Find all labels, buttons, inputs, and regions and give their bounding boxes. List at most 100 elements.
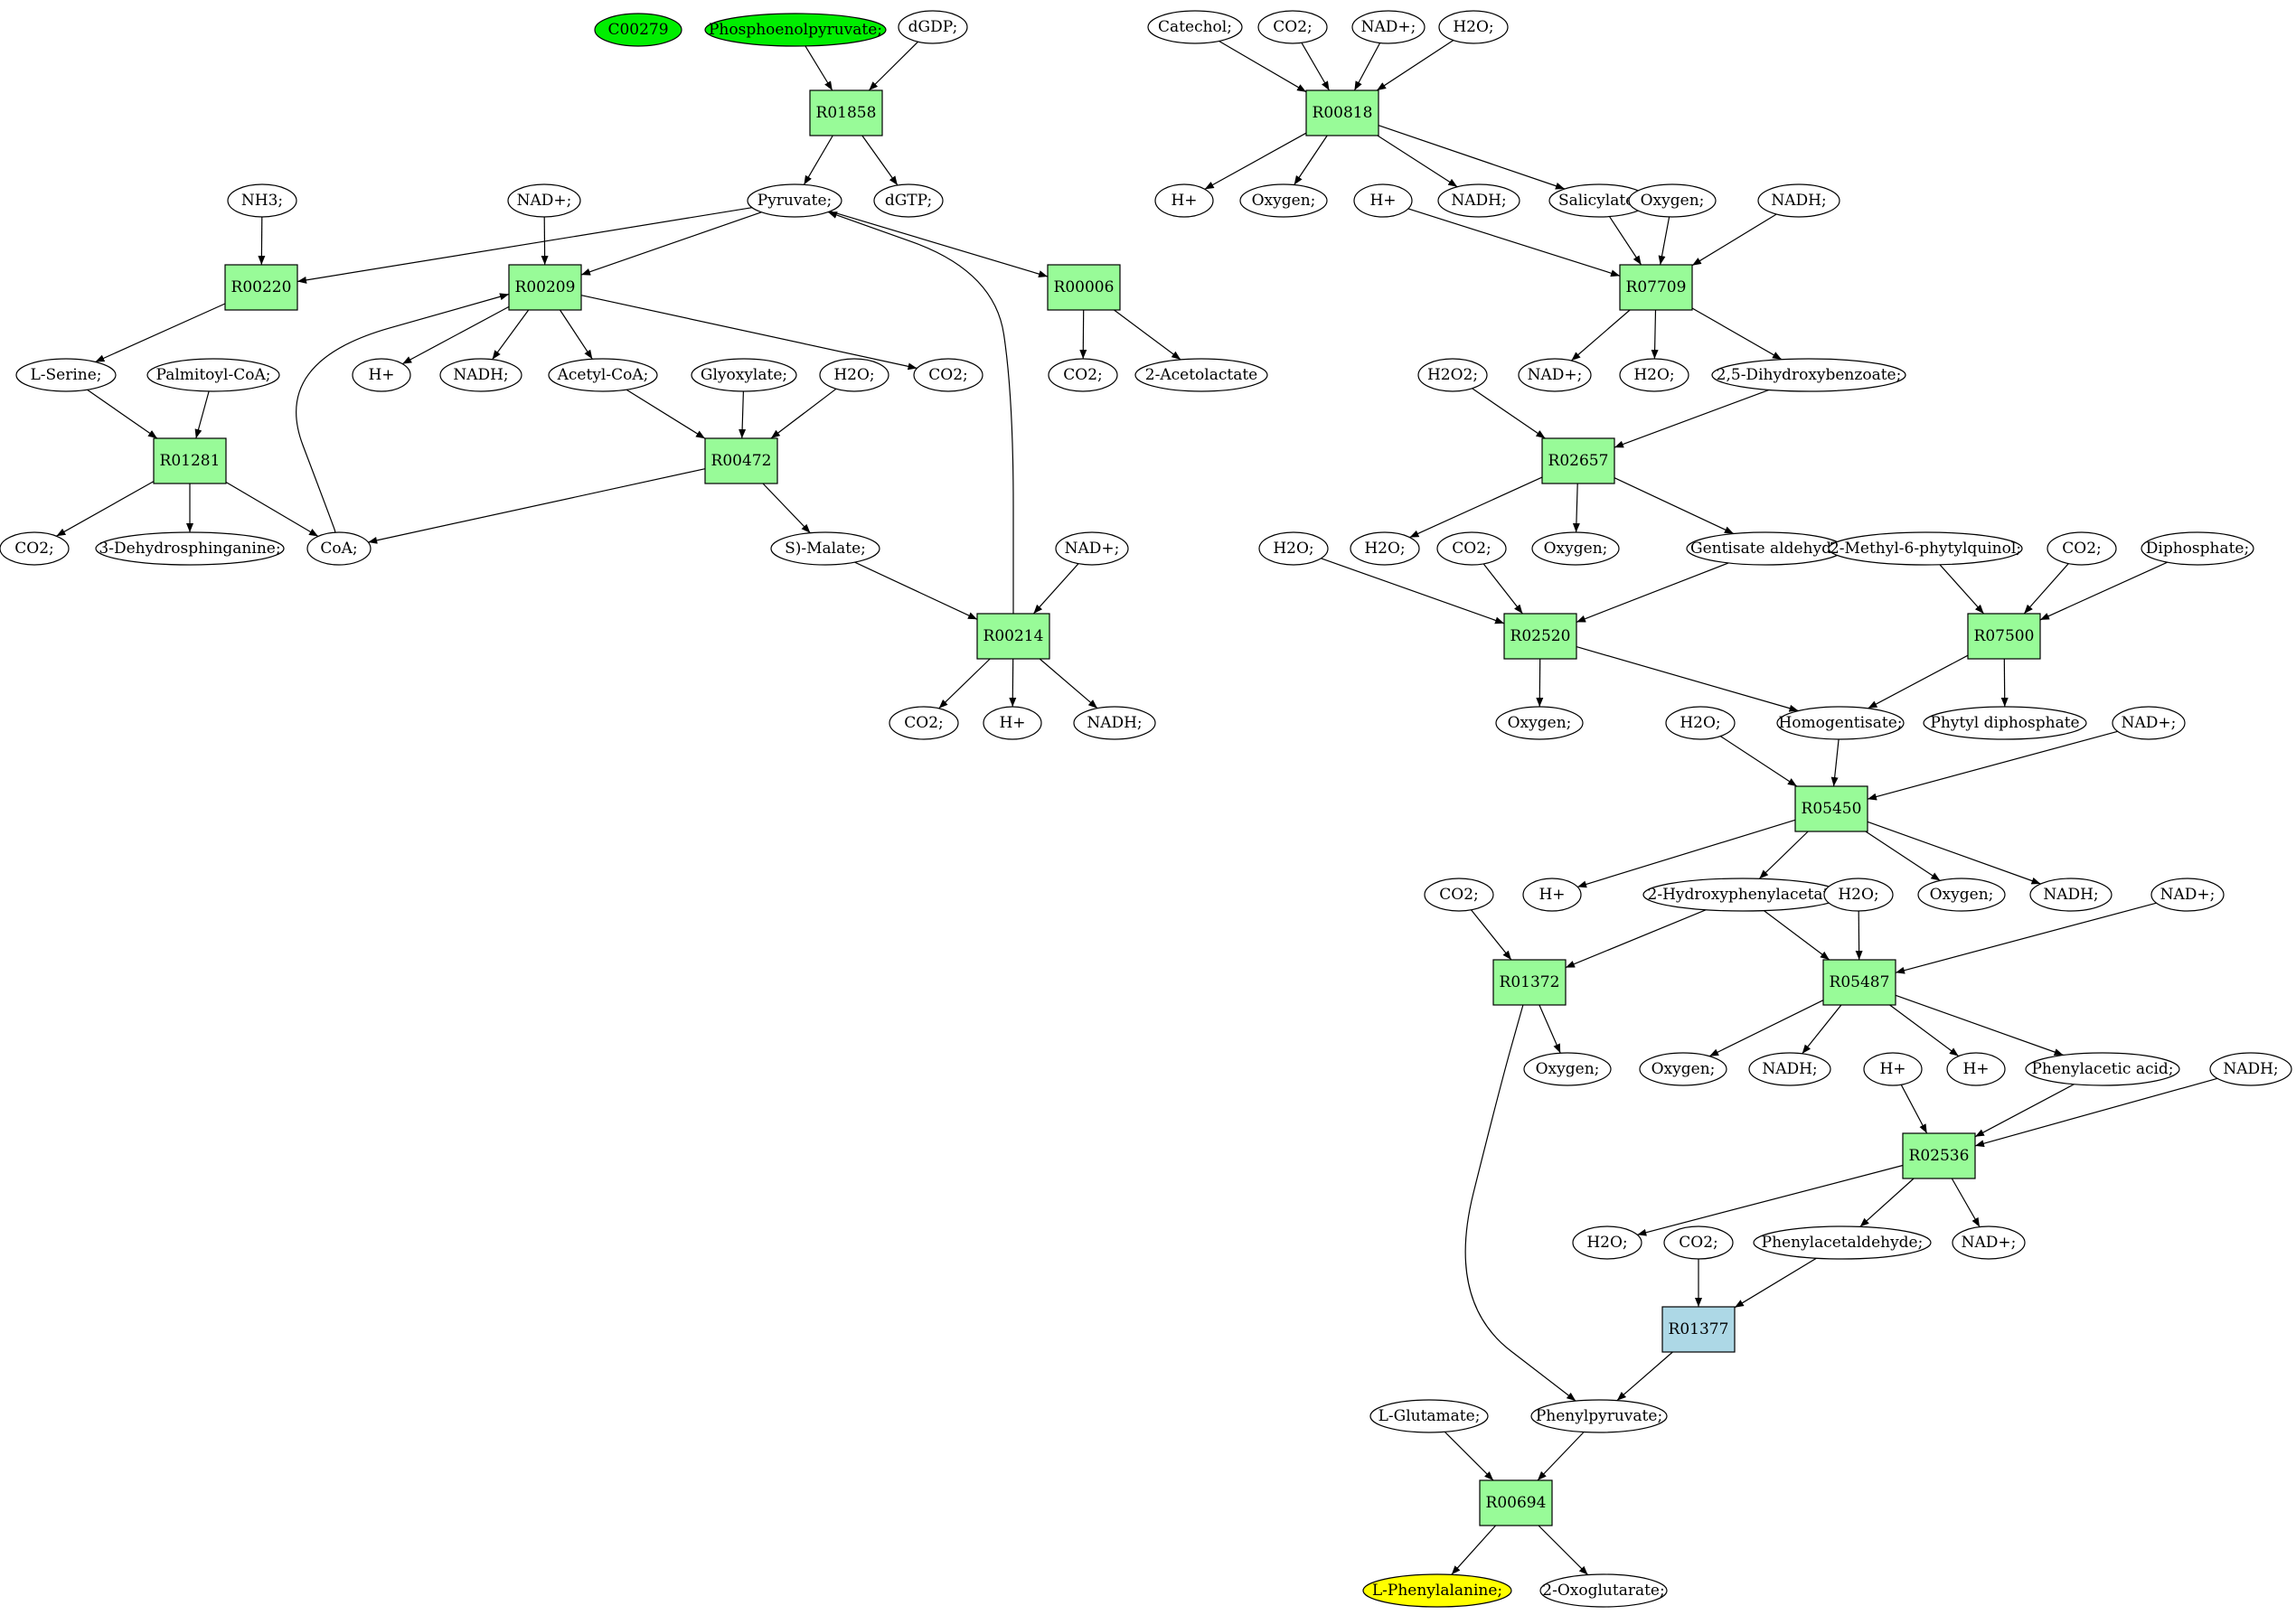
compound-node-dgtp[interactable]: dGTP; <box>873 183 944 218</box>
compound-node-co2[interactable]: CO2; <box>1048 358 1118 392</box>
compound-node-co2[interactable]: CO2; <box>1257 10 1328 44</box>
compound-node-acetyl-coa[interactable]: Acetyl-CoA; <box>548 358 658 392</box>
reaction-node-r00209[interactable]: R00209 <box>508 264 582 311</box>
edge-r02657-to-oxygen <box>1572 483 1580 533</box>
edge-co2-to-r01372 <box>1471 909 1512 961</box>
compound-node-3-dehydrosphinganine[interactable]: 3-Dehydrosphinganine; <box>95 531 285 566</box>
compound-node-2-hydroxyphenylacetate[interactable]: 2-Hydroxyphenylacetate <box>1642 878 1843 912</box>
compound-node-oxygen[interactable]: Oxygen; <box>1495 706 1584 740</box>
edge-r07709-to-nad <box>1571 309 1631 361</box>
reaction-node-r00694[interactable]: R00694 <box>1479 1479 1553 1526</box>
compound-node-nad[interactable]: NAD+; <box>1055 531 1129 566</box>
compound-node-c00279[interactable]: C00279 <box>594 13 682 47</box>
compound-node-phenylpyruvate[interactable]: Phenylpyruvate; <box>1530 1399 1668 1433</box>
compound-node-salicylate[interactable]: Salicylate; <box>1548 183 1650 218</box>
compound-node-h2o[interactable]: H2O; <box>1823 878 1894 912</box>
compound-node-h2o[interactable]: H2O; <box>1258 531 1329 566</box>
compound-node-l-glutamate[interactable]: L-Glutamate; <box>1369 1399 1489 1433</box>
reaction-node-r01281[interactable]: R01281 <box>153 437 227 484</box>
compound-node-h2o2[interactable]: H2O2; <box>1417 358 1488 392</box>
compound-node-oxygen[interactable]: Oxygen; <box>1628 183 1717 218</box>
reaction-node-r07709[interactable]: R07709 <box>1619 264 1693 311</box>
compound-node-co2[interactable]: CO2; <box>1663 1225 1734 1260</box>
compound-node-h2o[interactable]: H2O; <box>1665 706 1736 740</box>
reaction-node-r02657[interactable]: R02657 <box>1541 437 1615 484</box>
compound-node-homogentisate[interactable]: Homogentisate; <box>1776 706 1905 740</box>
reaction-node-r05487[interactable]: R05487 <box>1822 959 1896 1006</box>
compound-node-co2[interactable]: CO2; <box>913 358 983 392</box>
reaction-node-r02520[interactable]: R02520 <box>1503 613 1577 660</box>
reaction-node-r00006[interactable]: R00006 <box>1047 264 1121 311</box>
compound-node-co2[interactable]: CO2; <box>0 531 70 566</box>
compound-node-nadh[interactable]: NADH; <box>2209 1052 2292 1086</box>
compound-node-oxygen[interactable]: Oxygen; <box>1917 878 2006 912</box>
compound-node-2-5-dihydroxybenzoate[interactable]: 2,5-Dihydroxybenzoate; <box>1711 358 1906 392</box>
compound-node-2-acetolactate[interactable]: 2-Acetolactate <box>1134 358 1268 392</box>
compound-node-nadh[interactable]: NADH; <box>1073 706 1156 740</box>
compound-node-nad[interactable]: NAD+; <box>507 183 581 218</box>
reaction-node-r01372[interactable]: R01372 <box>1492 959 1567 1006</box>
reaction-node-r00214[interactable]: R00214 <box>976 613 1050 660</box>
compound-node-oxygen[interactable]: Oxygen; <box>1239 183 1328 218</box>
compound-node-phytyl-diphosphate[interactable]: Phytyl diphosphate <box>1923 706 2087 740</box>
reaction-label: R07709 <box>1626 278 1687 296</box>
compound-node-nh3[interactable]: NH3; <box>227 183 297 218</box>
compound-node-nad[interactable]: NAD+; <box>1351 10 1426 44</box>
compound-node-palmitoyl-coa[interactable]: Palmitoyl-CoA; <box>146 358 280 392</box>
reaction-node-r00818[interactable]: R00818 <box>1305 89 1379 136</box>
compound-node-s-malate[interactable]: S)-Malate; <box>770 531 880 566</box>
compound-node-l-serine[interactable]: L-Serine; <box>15 358 117 392</box>
compound-node-phenylacetaldehyde[interactable]: Phenylacetaldehyde; <box>1753 1225 1932 1260</box>
compound-node-h[interactable]: H+ <box>1863 1052 1923 1086</box>
compound-node-catechol[interactable]: Catechol; <box>1147 10 1243 44</box>
compound-node-h2o[interactable]: H2O; <box>1572 1225 1642 1260</box>
compound-node-h[interactable]: H+ <box>1154 183 1214 218</box>
reaction-node-r01377[interactable]: R01377 <box>1661 1306 1736 1353</box>
compound-node-2-methyl-6-phytylquinol[interactable]: 2-Methyl-6-phytylquinol; <box>1828 531 2023 566</box>
compound-node-glyoxylate[interactable]: Glyoxylate; <box>691 358 797 392</box>
compound-node-nadh[interactable]: NADH; <box>1437 183 1520 218</box>
reaction-node-r01858[interactable]: R01858 <box>809 89 883 136</box>
compound-node-nad[interactable]: NAD+; <box>2150 878 2225 912</box>
compound-node-h2o[interactable]: H2O; <box>1438 10 1509 44</box>
compound-node-co2[interactable]: CO2; <box>1424 878 1494 912</box>
compound-node-coa[interactable]: CoA; <box>306 531 372 566</box>
reaction-node-r02536[interactable]: R02536 <box>1902 1132 1976 1179</box>
compound-node-h2o[interactable]: H2O; <box>1350 531 1420 566</box>
compound-node-nad[interactable]: NAD+; <box>2112 706 2186 740</box>
compound-node-h[interactable]: H+ <box>1522 878 1582 912</box>
compound-node-pyruvate[interactable]: Pyruvate; <box>747 183 842 218</box>
compound-node-nad[interactable]: NAD+; <box>1518 358 1592 392</box>
reaction-node-r00472[interactable]: R00472 <box>704 437 778 484</box>
compound-node-h[interactable]: H+ <box>1353 183 1413 218</box>
compound-node-h2o[interactable]: H2O; <box>1619 358 1689 392</box>
compound-node-nadh[interactable]: NADH; <box>439 358 522 392</box>
reaction-node-r05450[interactable]: R05450 <box>1794 785 1868 832</box>
compound-node-dgdp[interactable]: dGDP; <box>898 10 968 44</box>
compound-node-nadh[interactable]: NADH; <box>1748 1052 1831 1086</box>
compound-node-nad[interactable]: NAD+; <box>1952 1225 2026 1260</box>
compound-node-diphosphate[interactable]: Diphosphate; <box>2141 531 2254 566</box>
edge-h2o-to-r02520 <box>1321 558 1505 624</box>
compound-node-l-phenylalanine[interactable]: L-Phenylalanine; <box>1362 1573 1512 1608</box>
reaction-node-r07500[interactable]: R07500 <box>1967 613 2041 660</box>
compound-node-oxygen[interactable]: Oxygen; <box>1639 1052 1727 1086</box>
compound-node-phosphoenolpyruvate[interactable]: Phosphoenolpyruvate; <box>704 13 887 47</box>
compound-node-h[interactable]: H+ <box>1946 1052 2006 1086</box>
reaction-node-r00220[interactable]: R00220 <box>224 264 298 311</box>
compound-node-2-oxoglutarate[interactable]: 2-Oxoglutarate; <box>1539 1573 1668 1608</box>
compound-node-oxygen[interactable]: Oxygen; <box>1531 531 1620 566</box>
compound-node-gentisate-aldehyde[interactable]: Gentisate aldehyde <box>1686 531 1845 566</box>
compound-node-phenylacetic-acid[interactable]: Phenylacetic acid; <box>2025 1052 2180 1086</box>
edge-r01377-to-phenylpyruvate <box>1616 1351 1673 1402</box>
compound-node-h[interactable]: H+ <box>352 358 411 392</box>
compound-node-co2[interactable]: CO2; <box>889 706 959 740</box>
edge-diphosphate-to-r07500 <box>2039 561 2168 621</box>
compound-node-h[interactable]: H+ <box>983 706 1042 740</box>
compound-node-oxygen[interactable]: Oxygen; <box>1523 1052 1612 1086</box>
compound-node-co2[interactable]: CO2; <box>1436 531 1507 566</box>
compound-node-co2[interactable]: CO2; <box>2047 531 2117 566</box>
compound-node-nadh[interactable]: NADH; <box>2029 878 2113 912</box>
compound-node-nadh[interactable]: NADH; <box>1757 183 1840 218</box>
compound-node-h2o[interactable]: H2O; <box>819 358 889 392</box>
